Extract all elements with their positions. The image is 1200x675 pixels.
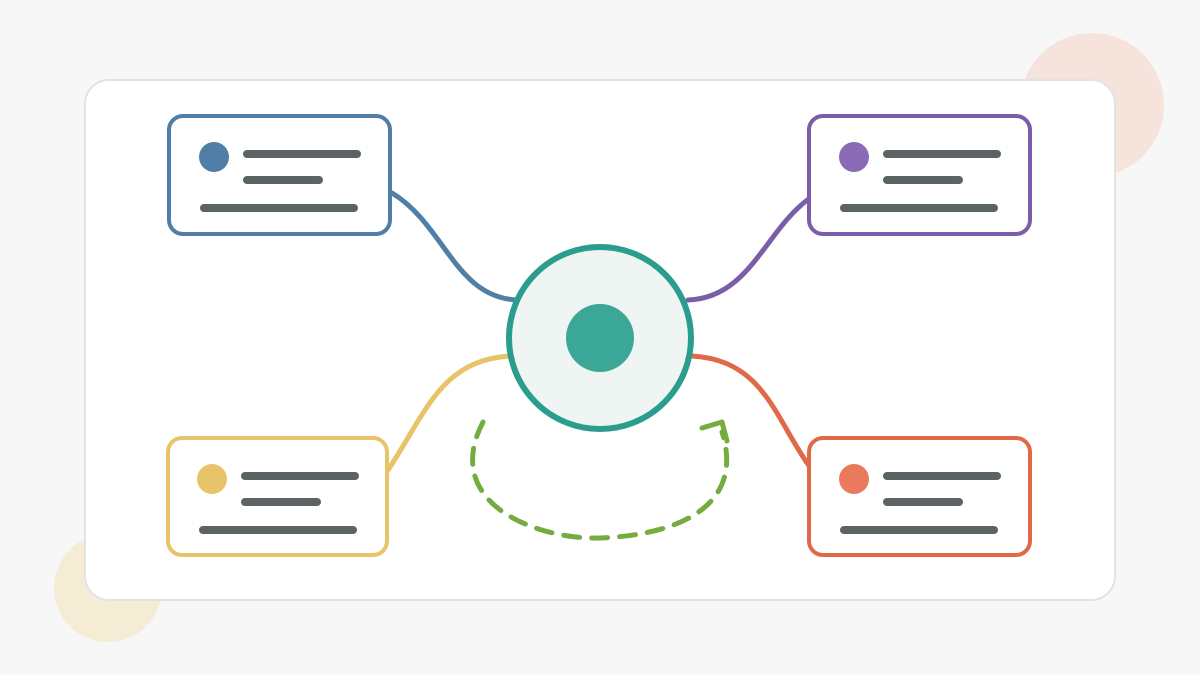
- dot-icon: [199, 142, 229, 172]
- dot-icon: [839, 142, 869, 172]
- node-card-top-right: [807, 114, 1032, 236]
- connector-top-right: [685, 195, 813, 303]
- connector-bottom-left: [385, 353, 513, 473]
- loop-arrow-path: [470, 419, 730, 541]
- connector-top-left: [389, 190, 521, 303]
- node-card-top-left: [167, 114, 392, 236]
- node-card-bottom-left: [166, 436, 389, 557]
- node-card-bottom-right: [807, 436, 1032, 557]
- connector-bottom-right: [689, 353, 815, 473]
- arrowhead-icon: [699, 419, 730, 444]
- dot-icon: [839, 464, 869, 494]
- filled-circle-icon: [566, 304, 634, 372]
- central-hub: [506, 244, 694, 432]
- dot-icon: [197, 464, 227, 494]
